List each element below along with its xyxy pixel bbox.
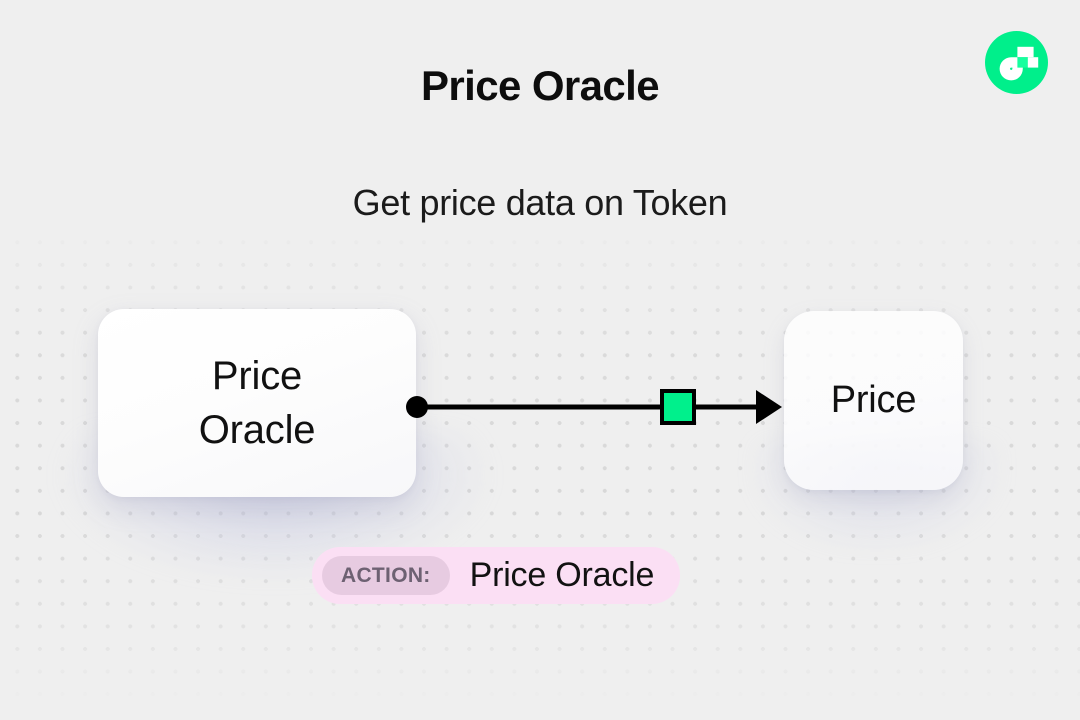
page-title: Price Oracle [421,62,660,109]
action-value: Price Oracle [469,556,655,594]
target-node[interactable]: Price [784,311,963,490]
flow-logo-icon[interactable] [985,31,1048,94]
source-node-label-line2: Oracle [198,408,316,452]
connector-edge[interactable] [400,380,800,438]
source-node-label: Price Oracle [199,349,316,457]
target-node-label: Price [830,379,917,421]
connector-start-dot [406,396,428,418]
source-node-label-line1: Price [211,354,303,398]
action-tag-label: ACTION: [322,556,450,595]
action-chip[interactable]: ACTION: Price Oracle [312,547,681,604]
connector-arrowhead [756,390,782,424]
source-node[interactable]: Price Oracle [98,309,416,497]
page-subtitle: Get price data on Token [352,182,728,223]
green-square-marker [660,389,696,425]
